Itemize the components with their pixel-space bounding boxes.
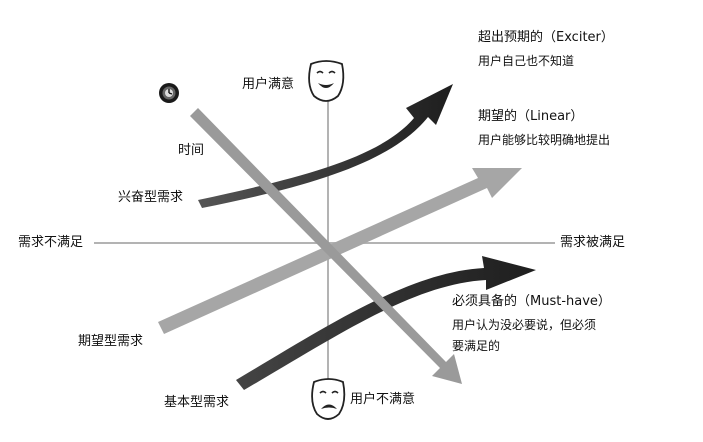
must-have-note: 用户认为没必要说，但必须 <box>452 318 597 332</box>
time-arrow <box>190 108 462 384</box>
exciter-note: 用户自己也不知道 <box>478 54 575 68</box>
exciter-curve-arrow <box>198 84 453 208</box>
must-have-note-line2: 要满足的 <box>452 339 501 353</box>
clock-icon <box>159 83 179 103</box>
linear-need-label: 期望型需求 <box>78 334 144 349</box>
axis-label-user-satisfied: 用户满意 <box>242 77 295 92</box>
must-have-need-label: 基本型需求 <box>164 395 230 410</box>
axis-label-user-unsatisfied: 用户不满意 <box>350 392 416 407</box>
axis-label-unsatisfied-need: 需求不满足 <box>18 235 84 250</box>
time-label: 时间 <box>178 143 205 158</box>
sad-mask-icon <box>311 378 346 420</box>
linear-curve-arrow <box>158 168 522 334</box>
must-have-title: 必须具备的（Must-have） <box>452 294 611 309</box>
linear-note: 用户能够比较明确地提出 <box>478 133 611 147</box>
must-have-curve-arrow <box>236 256 536 390</box>
exciter-need-label: 兴奋型需求 <box>118 190 184 205</box>
exciter-title: 超出预期的（Exciter） <box>478 30 614 45</box>
axis-label-satisfied-need: 需求被满足 <box>560 235 626 250</box>
linear-title: 期望的（Linear） <box>478 109 584 124</box>
happy-mask-icon <box>308 60 345 102</box>
